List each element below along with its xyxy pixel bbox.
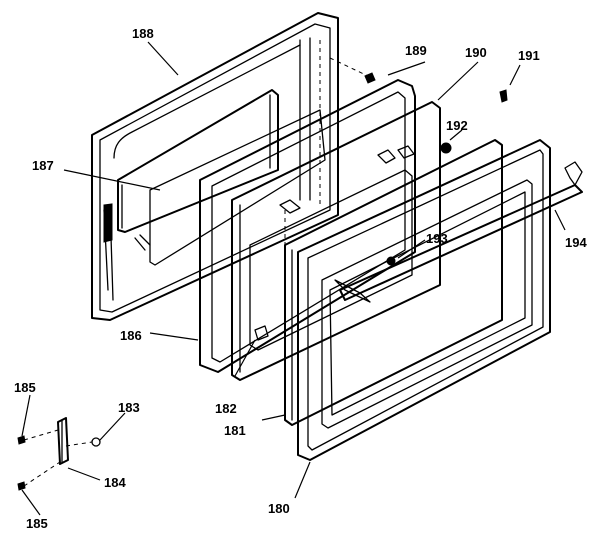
label-190: 190 bbox=[465, 45, 487, 60]
label-186: 186 bbox=[120, 328, 142, 343]
part-191-screw bbox=[499, 89, 508, 103]
part-190-gasket-frame bbox=[231, 101, 441, 381]
label-189: 189 bbox=[405, 43, 427, 58]
label-180: 180 bbox=[268, 501, 290, 516]
part-189-clip bbox=[329, 57, 376, 84]
label-191: 191 bbox=[518, 48, 540, 63]
leader-lines bbox=[21, 41, 566, 516]
label-183: 183 bbox=[118, 400, 140, 415]
part-187-window-insulation bbox=[117, 89, 326, 266]
part-180-outer-frame bbox=[297, 139, 551, 461]
part-181-inner-glass bbox=[284, 139, 503, 426]
label-188: 188 bbox=[132, 26, 154, 41]
callout-labels: 188 189 190 191 192 187 193 194 186 182 … bbox=[14, 26, 587, 531]
label-192: 192 bbox=[446, 118, 468, 133]
part-192-fastener bbox=[440, 142, 452, 154]
label-193: 193 bbox=[426, 231, 448, 246]
part-182-clip bbox=[254, 325, 269, 341]
part-184-hinge-bracket bbox=[57, 417, 69, 465]
label-187: 187 bbox=[32, 158, 54, 173]
part-185-screws bbox=[17, 429, 93, 491]
part-183-bushing bbox=[91, 437, 101, 447]
label-182: 182 bbox=[215, 401, 237, 416]
label-185-bottom: 185 bbox=[26, 516, 48, 531]
label-184: 184 bbox=[104, 475, 126, 490]
label-181: 181 bbox=[224, 423, 246, 438]
part-194-handle bbox=[334, 161, 583, 303]
label-185-top: 185 bbox=[14, 380, 36, 395]
part-188-outer-door-panel bbox=[91, 12, 339, 321]
part-193-screw bbox=[386, 256, 396, 266]
label-194: 194 bbox=[565, 235, 587, 250]
